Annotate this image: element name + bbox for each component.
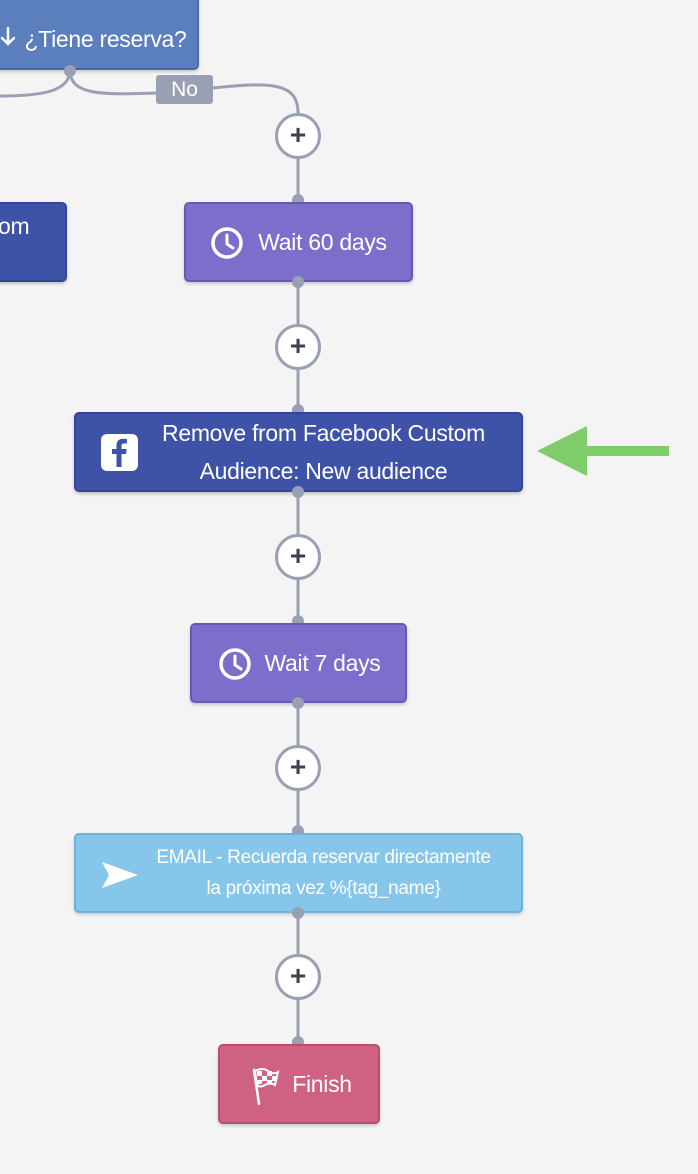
facebook-audience-node[interactable]: Remove from Facebook Custom Audience: Ne… — [74, 412, 523, 492]
email-label-line2: la próxima vez %{tag_name} — [206, 878, 441, 899]
plus-icon: + — [289, 960, 307, 991]
wait-7-days-label: Wait 7 days — [264, 650, 381, 676]
branch-tag-no[interactable]: No — [156, 75, 213, 104]
connector-dot — [292, 276, 304, 288]
facebook-audience-label: Remove from Facebook Custom Audience: Ne… — [162, 414, 485, 490]
plus-icon: + — [289, 540, 307, 571]
facebook-audience-label-line1: Remove from Facebook Custom — [162, 420, 485, 446]
paper-plane-icon — [102, 862, 138, 888]
highlight-arrow-icon — [537, 426, 669, 476]
email-label-line1: EMAIL - Recuerda reservar directamente — [156, 847, 491, 868]
connector-dot — [64, 65, 76, 77]
wait-7-days-node[interactable]: Wait 7 days — [190, 623, 407, 703]
email-label: EMAIL - Recuerda reservar directamente l… — [156, 842, 491, 904]
plus-icon: + — [289, 119, 307, 150]
plus-icon: + — [289, 751, 307, 782]
connector-dot — [292, 486, 304, 498]
wait-60-days-node[interactable]: Wait 60 days — [184, 202, 413, 282]
add-step-button[interactable]: + — [275, 954, 321, 1000]
add-step-button[interactable]: + — [275, 534, 321, 580]
connector-dot — [292, 697, 304, 709]
clock-icon — [219, 648, 251, 680]
email-node[interactable]: EMAIL - Recuerda reservar directamente l… — [74, 833, 523, 913]
plus-icon: + — [289, 330, 307, 361]
connector-dot — [292, 907, 304, 919]
finish-label: Finish — [292, 1071, 352, 1097]
checkered-flag-icon — [252, 1068, 280, 1106]
add-step-button[interactable]: + — [275, 324, 321, 370]
facebook-audience-label-line2: Audience: New audience — [199, 458, 448, 484]
arrow-down-icon — [0, 26, 16, 46]
clock-icon — [211, 227, 243, 259]
condition-label: ¿Tiene reserva? — [24, 26, 187, 52]
condition-node[interactable]: ¿Tiene reserva? — [0, 0, 199, 70]
wait-60-days-label: Wait 60 days — [258, 229, 387, 255]
left-branch-node[interactable]: om — [0, 202, 67, 282]
add-step-button[interactable]: + — [275, 745, 321, 791]
facebook-icon — [101, 434, 138, 471]
add-step-button[interactable]: + — [275, 113, 321, 159]
finish-node[interactable]: Finish — [218, 1044, 380, 1124]
left-branch-label: om — [0, 213, 30, 239]
